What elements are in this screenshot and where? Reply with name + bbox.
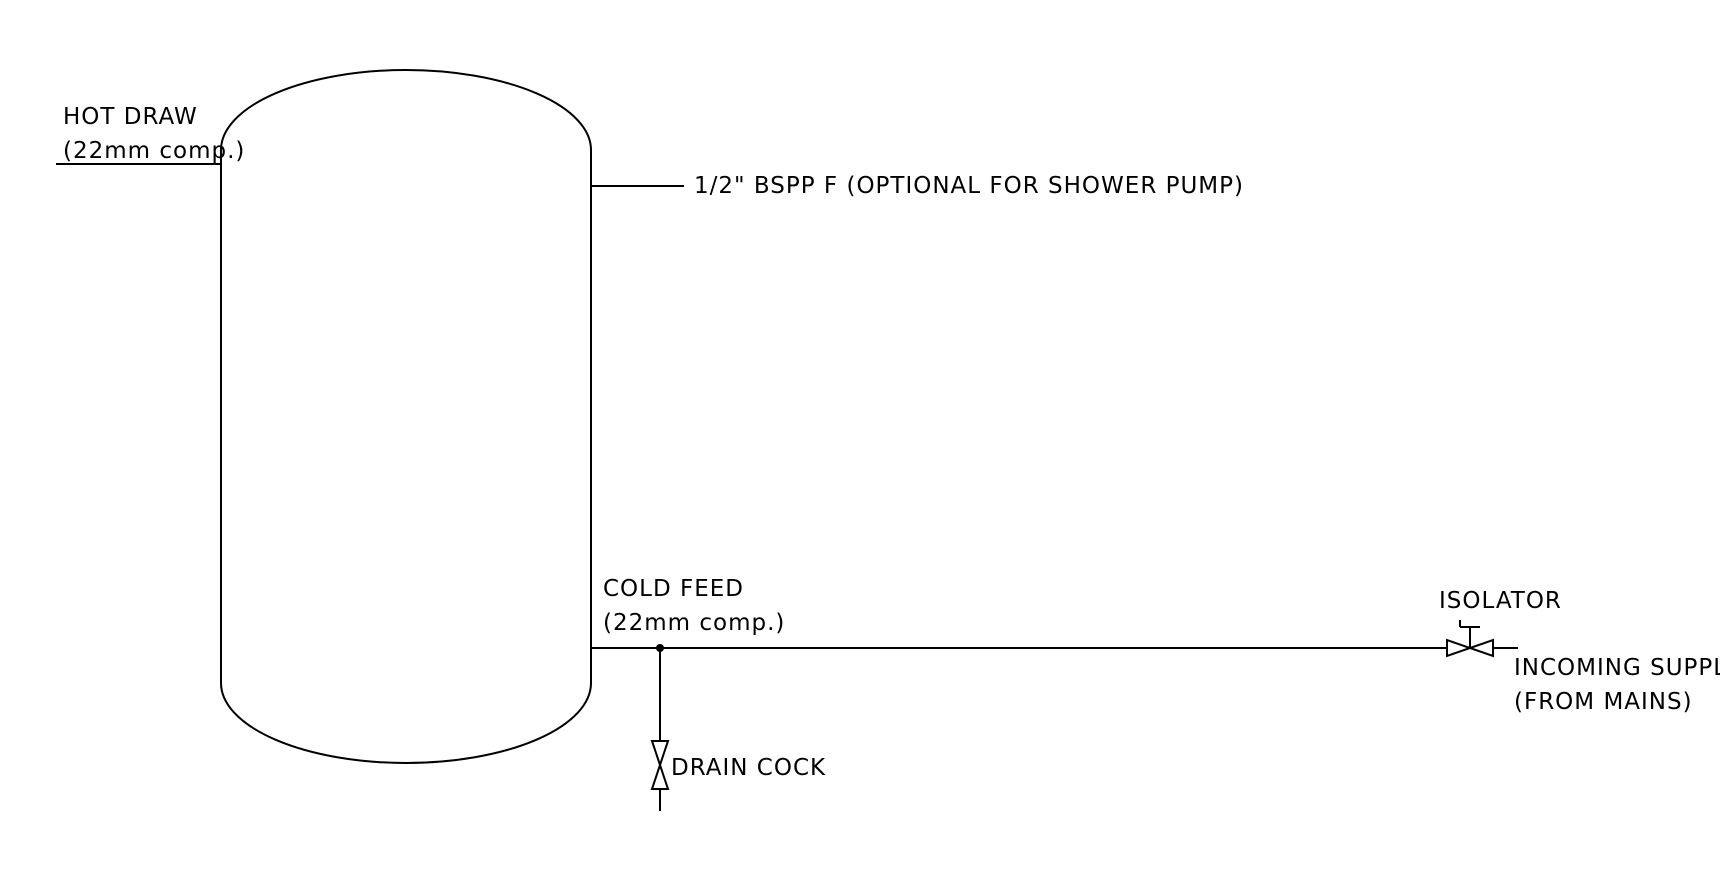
- shower-connection-label: 1/2" BSPP F (OPTIONAL FOR SHOWER PUMP): [694, 173, 1244, 199]
- drain-cock-label: DRAIN COCK: [671, 755, 826, 781]
- isolator-handle-icon: [1459, 620, 1480, 648]
- hot-draw-size-label: (22mm comp.): [63, 138, 245, 164]
- hot-draw-label: HOT DRAW: [63, 104, 198, 130]
- incoming-supply-source-label: (FROM MAINS): [1514, 689, 1693, 715]
- cold-feed-size-label: (22mm comp.): [603, 610, 785, 636]
- isolator-valve-icon: [1446, 638, 1494, 658]
- storage-cylinder: [220, 69, 592, 764]
- drain-cock-valve-icon: [650, 740, 670, 790]
- incoming-supply-label: INCOMING SUPPLY: [1514, 655, 1720, 681]
- cold-feed-label: COLD FEED: [603, 576, 744, 602]
- isolator-label: ISOLATOR: [1439, 588, 1562, 614]
